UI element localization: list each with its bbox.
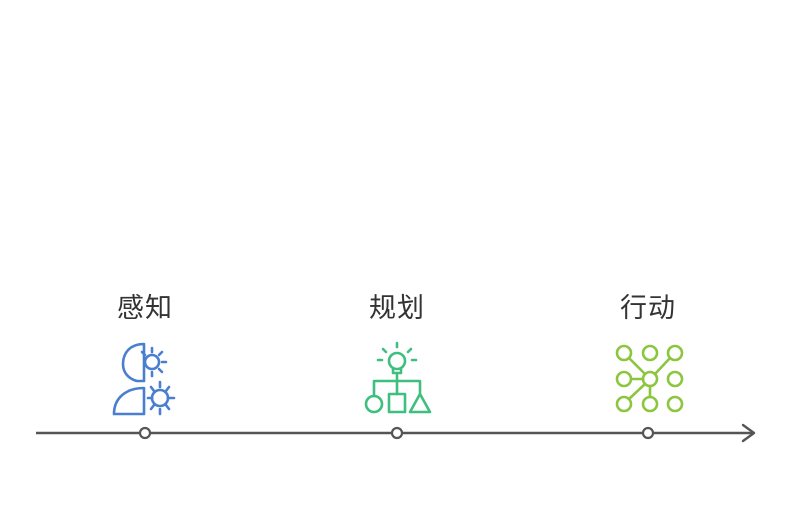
human-gear-icon	[112, 342, 176, 416]
timeline-marker-action	[641, 426, 655, 440]
timeline-marker-perception	[138, 426, 152, 440]
timeline-marker-planning	[390, 426, 404, 440]
plan-flowchart-icon	[364, 341, 432, 414]
timeline-arrowhead	[741, 423, 756, 443]
action-node-grid-icon	[615, 344, 684, 413]
stage-label-action: 行动	[620, 293, 676, 324]
stage-label-planning: 规划	[369, 293, 425, 324]
stage-label-perception: 感知	[117, 293, 173, 324]
